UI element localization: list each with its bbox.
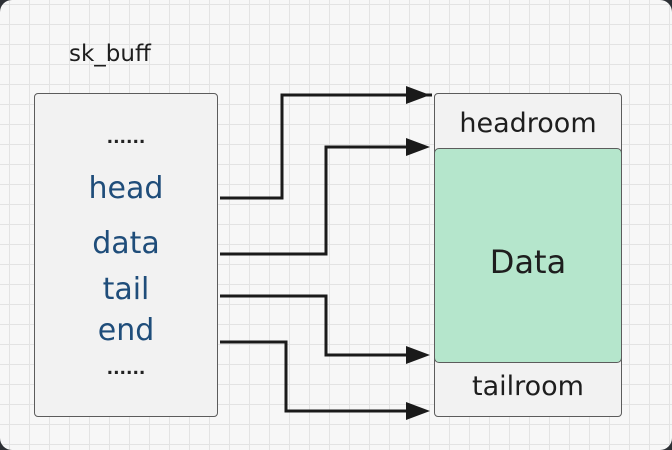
arrowhead-tail <box>406 346 430 364</box>
sk-buff-title: sk_buff <box>69 41 151 67</box>
ellipsis-bottom: ...... <box>106 359 146 379</box>
arrowhead-end <box>406 402 430 420</box>
field-data: data <box>92 226 160 261</box>
field-end: end <box>97 313 155 348</box>
arrowhead-data <box>406 138 430 156</box>
arrow-data-to-data-start <box>220 145 408 256</box>
data-region-box <box>434 148 622 363</box>
data-region-label: Data <box>489 243 567 281</box>
field-head: head <box>88 171 164 206</box>
tailroom-label: tailroom <box>472 371 584 402</box>
ellipsis-top: ...... <box>106 128 146 148</box>
arrow-end-to-buffer-end <box>220 340 408 413</box>
arrowhead-head <box>406 86 430 104</box>
arrow-tail-to-data-end <box>220 294 408 357</box>
sk-buff-struct-box <box>34 93 218 417</box>
field-tail: tail <box>102 272 150 307</box>
headroom-label: headroom <box>459 108 597 139</box>
